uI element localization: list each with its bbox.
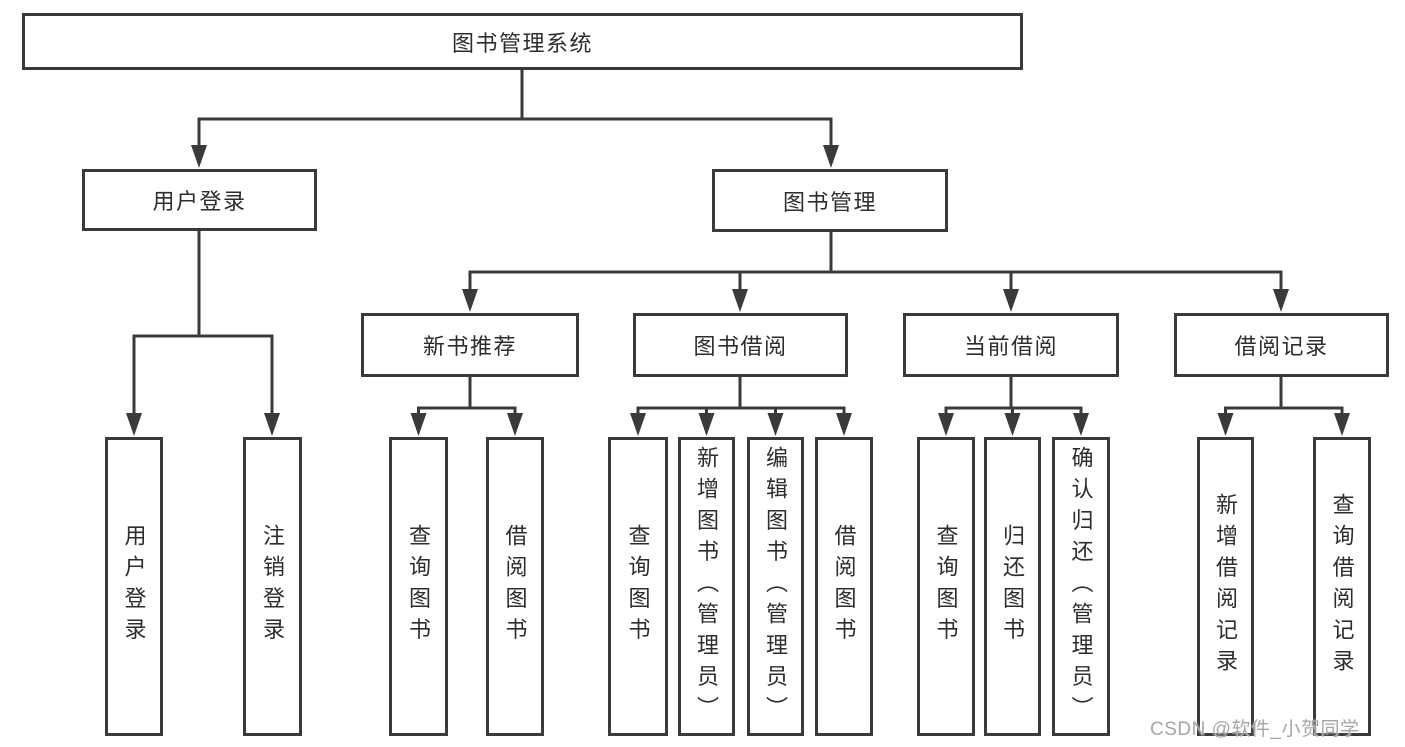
connector-borrowing-records <box>1217 377 1350 436</box>
node-current-borrowing: 当前借阅 <box>903 313 1119 377</box>
node-query-books-current: 查询图书 <box>917 437 975 736</box>
csdn-watermark: CSDN @软件_小贺同学 <box>1150 719 1360 740</box>
node-new-book-recommend-label: 新书推荐 <box>422 334 517 359</box>
connector-book-borrowing <box>630 377 852 436</box>
node-query-books-current-label: 查询图书 <box>933 524 959 649</box>
node-confirm-return-admin: 确认归还（管理员） <box>1052 437 1110 736</box>
node-add-borrow-record: 新增借阅记录 <box>1197 437 1254 736</box>
node-return-books-label: 归还图书 <box>1000 524 1026 649</box>
node-query-books-borrow: 查询图书 <box>608 437 668 736</box>
node-query-borrow-record: 查询借阅记录 <box>1313 437 1371 736</box>
connector-current-borrowing <box>938 377 1089 436</box>
node-user-login: 用户登录 <box>82 169 317 231</box>
node-borrow-books-label: 借阅图书 <box>831 524 857 649</box>
connector-book-management <box>462 232 1289 312</box>
node-query-borrow-record-label: 查询借阅记录 <box>1329 492 1355 681</box>
node-query-books-borrow-label: 查询图书 <box>625 524 651 649</box>
node-add-book-admin-label: 新增图书（管理员） <box>694 445 720 728</box>
connector-new-book-recommend <box>410 377 523 436</box>
node-borrowing-records-label: 借阅记录 <box>1234 334 1329 359</box>
node-book-borrowing-label: 图书借阅 <box>693 334 788 359</box>
node-query-books-recommend: 查询图书 <box>389 437 448 736</box>
node-borrow-books: 借阅图书 <box>815 437 873 736</box>
node-return-books: 归还图书 <box>984 437 1041 736</box>
connector-user-login <box>126 231 280 436</box>
node-root: 图书管理系统 <box>22 13 1023 70</box>
node-book-borrowing: 图书借阅 <box>633 313 848 377</box>
node-book-management: 图书管理 <box>712 169 948 232</box>
node-user-login-label: 用户登录 <box>152 189 247 214</box>
node-logout-label: 注销登录 <box>260 524 286 649</box>
node-login: 用户登录 <box>105 437 163 736</box>
node-edit-book-admin-label: 编辑图书（管理员） <box>763 445 789 728</box>
node-book-management-label: 图书管理 <box>782 189 877 215</box>
node-borrowing-records: 借阅记录 <box>1174 313 1389 377</box>
node-login-label: 用户登录 <box>121 524 147 649</box>
node-root-label: 图书管理系统 <box>451 30 593 56</box>
connector-root <box>191 69 839 168</box>
node-new-book-recommend: 新书推荐 <box>361 313 579 377</box>
node-confirm-return-admin-label: 确认归还（管理员） <box>1068 445 1094 728</box>
node-borrow-books-recommend-label: 借阅图书 <box>502 524 528 649</box>
node-current-borrowing-label: 当前借阅 <box>963 334 1058 359</box>
node-logout: 注销登录 <box>243 437 302 736</box>
node-add-book-admin: 新增图书（管理员） <box>678 437 735 736</box>
node-edit-book-admin: 编辑图书（管理员） <box>747 437 804 736</box>
node-add-borrow-record-label: 新增借阅记录 <box>1213 492 1239 681</box>
node-borrow-books-recommend: 借阅图书 <box>486 437 544 736</box>
node-query-books-recommend-label: 查询图书 <box>406 524 432 649</box>
